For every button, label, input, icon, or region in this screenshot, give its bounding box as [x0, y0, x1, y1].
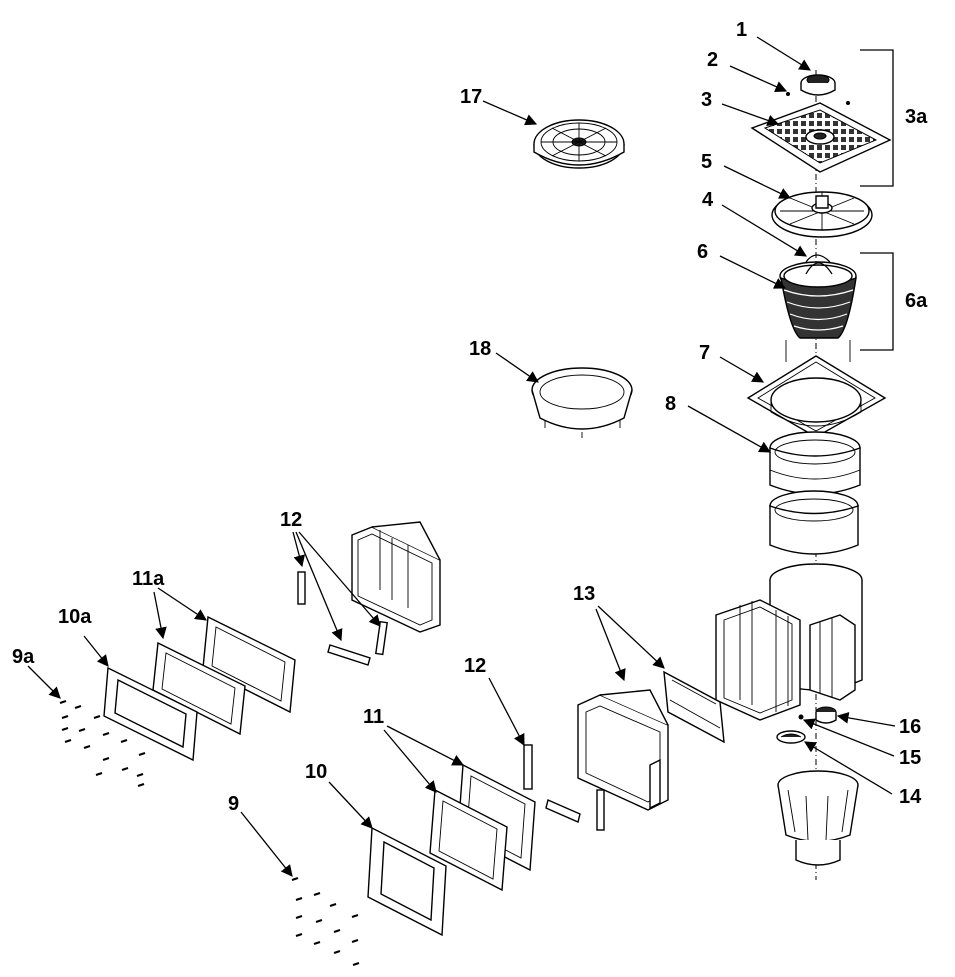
part-9-screws: [291, 877, 360, 966]
part-7-square-collar: [746, 355, 887, 438]
callout-9a: 9a: [12, 646, 35, 668]
part-1-cap: [800, 74, 836, 96]
part-3-square-lid: [750, 102, 892, 173]
part-8-extension-ring: [769, 431, 861, 495]
callout-14: 14: [899, 786, 922, 808]
part-2-screw: [786, 92, 790, 96]
part-5-plate: [771, 191, 873, 238]
callout-4: 4: [702, 189, 714, 211]
part-10a-faceplate: [103, 666, 198, 762]
callout-6a: 6a: [905, 290, 928, 312]
faceplate-housing-wide: [351, 521, 441, 633]
callout-5: 5: [701, 151, 712, 173]
callout-17: 17: [460, 86, 482, 108]
callout-12-lower: 12: [464, 655, 486, 677]
callout-11: 11: [363, 706, 384, 728]
callout-3: 3: [701, 89, 712, 111]
callout-7: 7: [699, 342, 710, 364]
bracket-3a: [860, 49, 894, 187]
callout-16: 16: [899, 716, 921, 738]
part-10-faceplate: [367, 826, 447, 937]
part-15-oring: [798, 714, 804, 720]
callout-10a: 10a: [58, 606, 92, 628]
part-12-clips-upper: [297, 571, 388, 666]
part-14-valve: [776, 730, 806, 744]
callout-6: 6: [697, 241, 708, 263]
part-16-plug: [815, 706, 837, 724]
callout-11a: 11a: [132, 568, 165, 590]
part-6-basket: [779, 261, 857, 339]
skimmer-body: [715, 563, 863, 721]
callout-13: 13: [573, 583, 595, 605]
callout-15: 15: [899, 747, 921, 769]
part-11a-gaskets: [152, 615, 296, 736]
callout-10: 10: [305, 761, 327, 783]
part-13-weir-housing: [577, 670, 725, 811]
part-extension-ring-lower: [769, 490, 859, 555]
callout-3a: 3a: [905, 106, 928, 128]
part-11-gaskets: [429, 763, 536, 892]
part-9a-screws: [59, 700, 146, 787]
part-4-handle: [805, 254, 831, 263]
callout-9: 9: [228, 793, 239, 815]
callout-8: 8: [665, 393, 676, 415]
part-bottom-housing: [777, 770, 859, 866]
leader-arrows: [27, 36, 896, 877]
callout-18: 18: [469, 338, 491, 360]
callout-1: 1: [736, 19, 747, 41]
callout-12-upper: 12: [280, 509, 302, 531]
callout-2: 2: [707, 49, 718, 71]
part-2-screw-b: [846, 101, 850, 105]
bracket-6a: [860, 252, 894, 351]
part-18-round-collar: [531, 367, 633, 438]
part-17-round-lid: [533, 119, 625, 169]
part-12-clips-lower: [523, 744, 605, 831]
